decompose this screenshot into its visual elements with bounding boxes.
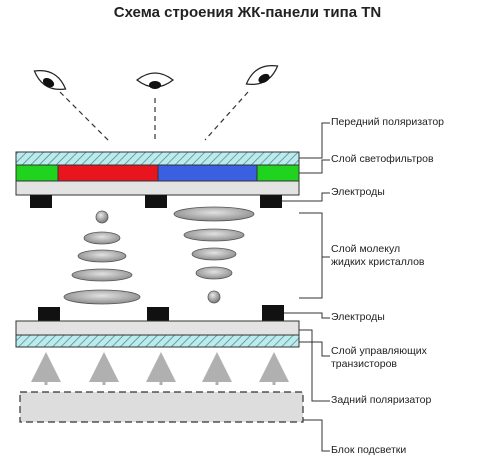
label-backlight: Блок подсветки [331,444,407,456]
electrode [145,195,167,208]
label-electrodes-top: Электроды [331,186,385,198]
lc-molecule-dot [95,210,109,224]
label-transistors-line2: транзисторов [331,358,398,370]
lc-molecule [77,249,127,263]
lc-molecule [195,266,233,280]
eye-left-icon [33,69,67,91]
backlight-arrows [31,352,289,385]
lc-molecule [183,228,245,242]
front-polarizer [15,151,300,166]
label-rear-polarizer: Задний поляризатор [331,394,432,406]
lc-molecules-right [173,206,255,304]
label-liquid-crystals-line2: жидких кристаллов [331,256,425,268]
filter-green-left [15,164,59,182]
lc-molecule [63,289,141,305]
transistor-layer [15,334,300,348]
lc-molecule [191,247,237,261]
electrode [262,305,284,321]
lc-molecule [173,206,255,222]
top-electrodes [30,195,282,208]
label-liquid-crystals-line1: Слой молекул [331,243,401,255]
label-electrodes-bottom: Электроды [331,311,385,323]
filter-red [57,164,159,182]
lc-molecule [83,231,121,245]
electrode [30,195,52,208]
filter-green-right [256,164,300,182]
eye-center-icon [136,72,174,89]
bottom-glass-plate [15,320,300,336]
label-transistors-line1: Слой управляющих [331,345,427,357]
color-filter-layer [15,164,300,182]
electrode [147,307,169,321]
eye-right-icon [245,64,279,86]
label-color-filters: Слой светофильтров [331,153,434,165]
filter-blue [157,164,258,182]
lc-molecule [71,268,133,282]
bottom-electrodes [38,305,284,321]
lc-molecules-left [63,210,141,305]
diagram-title: Схема строения ЖК-панели типа TN [113,4,382,21]
backlight-unit [19,391,304,423]
label-front-polarizer: Передний поляризатор [331,116,445,128]
electrode [260,195,282,208]
sight-lines [59,91,249,143]
leader-lines [282,122,330,452]
electrode [38,307,60,321]
lc-molecule-dot [207,290,221,304]
top-glass-plate [15,180,300,196]
